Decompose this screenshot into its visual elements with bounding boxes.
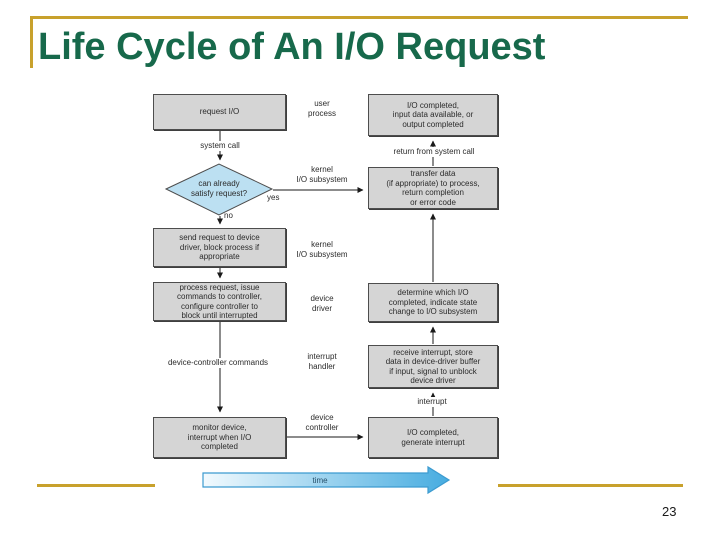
- decision-diamond-label: can already satisfy request?: [190, 179, 248, 198]
- interrupt-label: interrupt: [415, 397, 449, 407]
- top-accent-line: [30, 16, 688, 19]
- no-branch-label: no: [224, 211, 233, 220]
- page-number: 23: [662, 504, 677, 519]
- generate-interrupt-box: I/O completed, generate interrupt: [368, 417, 498, 458]
- io-completed-box: I/O completed, input data available, or …: [368, 94, 498, 136]
- left-accent-line: [30, 16, 33, 68]
- slide-title: Life Cycle of An I/O Request: [38, 26, 546, 68]
- time-arrow: time: [202, 465, 451, 495]
- return-from-system-call-label: return from system call: [391, 147, 477, 157]
- transfer-data-box: transfer data (if appropriate) to proces…: [368, 167, 498, 209]
- receive-interrupt-box: receive interrupt, store data in device-…: [368, 345, 498, 388]
- bottom-right-accent-line: [498, 484, 683, 487]
- decision-diamond: [164, 163, 274, 216]
- device-controller-label: device controller: [305, 413, 339, 432]
- process-request-box: process request, issue commands to contr…: [153, 282, 286, 321]
- device-driver-label: device driver: [310, 294, 334, 313]
- send-request-box: send request to device driver, block pro…: [153, 228, 286, 267]
- kernel-io-subsystem-label-1: kernel I/O subsystem: [296, 165, 348, 184]
- kernel-io-subsystem-label-2: kernel I/O subsystem: [296, 240, 348, 259]
- determine-io-box: determine which I/O completed, indicate …: [368, 283, 498, 322]
- bottom-left-accent-line: [37, 484, 155, 487]
- yes-branch-label: yes: [267, 193, 280, 202]
- system-call-label: system call: [198, 141, 242, 151]
- request-io-box: request I/O: [153, 94, 286, 130]
- monitor-device-box: monitor device, interrupt when I/O compl…: [153, 417, 286, 458]
- time-label: time: [312, 476, 328, 485]
- user-process-label: user process: [307, 99, 337, 118]
- interrupt-handler-label: interrupt handler: [307, 352, 337, 371]
- device-controller-commands-label: device-controller commands: [165, 358, 271, 368]
